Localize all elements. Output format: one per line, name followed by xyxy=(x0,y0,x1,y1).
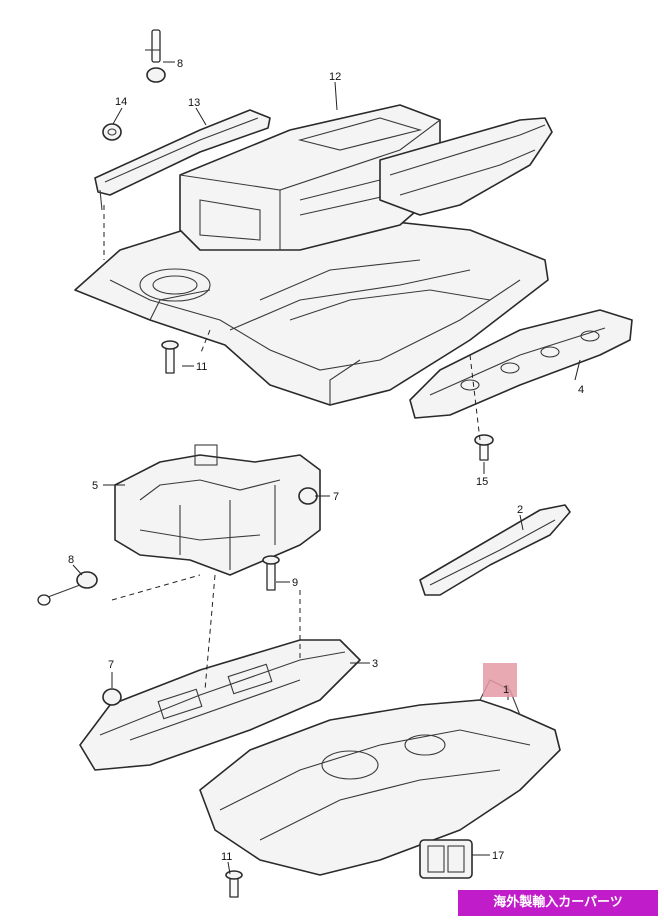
callout-5: 5 xyxy=(92,480,98,492)
callout-2: 2 xyxy=(517,504,523,516)
trim-strip xyxy=(419,504,571,596)
console-base-tray xyxy=(74,214,549,406)
callout-12: 12 xyxy=(329,71,341,83)
callout-9: 9 xyxy=(292,577,298,589)
part-1-highlight xyxy=(483,663,517,697)
bolt-9 xyxy=(262,555,280,591)
callout-7-left: 7 xyxy=(108,659,114,671)
bolt-11-upper xyxy=(161,340,179,374)
switch-module xyxy=(419,839,473,879)
callout-14: 14 xyxy=(115,96,127,108)
callout-8-upper: 8 xyxy=(177,58,183,70)
callout-17: 17 xyxy=(492,850,504,862)
callout-1: 1 xyxy=(503,684,509,696)
nut-7-left xyxy=(102,688,122,706)
callout-3: 3 xyxy=(372,658,378,670)
screw-8-upper xyxy=(145,29,166,83)
callout-13: 13 xyxy=(188,97,200,109)
callout-11-upper: 11 xyxy=(196,361,207,373)
nut-14 xyxy=(102,123,122,141)
seller-watermark: 海外製輸入カーパーツ xyxy=(458,890,658,916)
lower-console xyxy=(199,679,561,876)
side-trim-upper xyxy=(379,117,553,216)
callout-4: 4 xyxy=(578,384,584,396)
storage-tray xyxy=(79,639,361,771)
side-panel-right xyxy=(409,309,633,419)
mounting-bracket xyxy=(114,444,321,576)
callout-numbers: 8 14 13 12 11 4 15 5 7 2 8 9 3 7 11 17 xyxy=(68,58,584,863)
assembly-guides xyxy=(103,205,481,691)
screw-8-left xyxy=(37,571,98,606)
callout-7-right: 7 xyxy=(333,491,339,503)
handle-bar xyxy=(94,109,271,211)
callout-15: 15 xyxy=(476,476,488,488)
callout-11-lower: 11 xyxy=(221,851,232,863)
callout-8-left: 8 xyxy=(68,554,74,566)
